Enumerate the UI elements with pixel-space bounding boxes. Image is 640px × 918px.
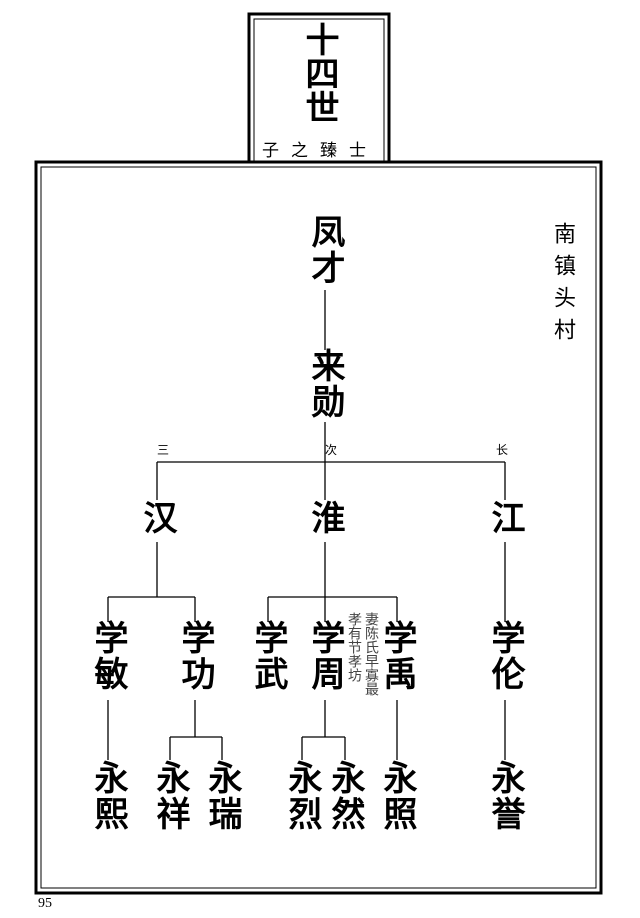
node-xuemin: 学敏 <box>88 620 128 692</box>
node-xueyu: 学禹 <box>377 620 417 692</box>
node-yongyu: 永誉 <box>485 760 525 832</box>
node-huai: 淮 <box>305 500 345 536</box>
node-gen2: 来勋 <box>305 348 345 420</box>
order-third: 三 <box>157 443 170 457</box>
page-number: 95 <box>38 896 52 911</box>
generation-title: 十四世 <box>299 22 339 124</box>
village-label: 南镇头村 <box>550 222 575 350</box>
node-yonglie: 永烈 <box>282 760 322 832</box>
node-yongrui: 永瑞 <box>202 760 242 832</box>
node-xuezhou: 学周 <box>305 620 345 692</box>
node-han: 汉 <box>137 500 177 536</box>
node-yongxiang: 永祥 <box>150 760 190 832</box>
node-xuegong: 学功 <box>175 620 215 692</box>
annotation-col1: 妻陈氏早寡最 <box>363 612 379 696</box>
node-jiang: 江 <box>485 500 525 536</box>
node-xuewu: 学武 <box>248 620 288 692</box>
order-second: 次 <box>325 443 338 457</box>
annotation-col2: 孝有节孝坊 <box>346 612 362 682</box>
node-yongran: 永然 <box>325 760 365 832</box>
node-xuelun: 学伦 <box>485 620 525 692</box>
generation-subtitle: 子之臻士 <box>262 141 378 161</box>
node-yongzhao: 永照 <box>377 760 417 832</box>
order-eldest: 长 <box>496 443 509 457</box>
node-root: 凤才 <box>305 214 345 286</box>
node-yongxi: 永熙 <box>88 760 128 832</box>
